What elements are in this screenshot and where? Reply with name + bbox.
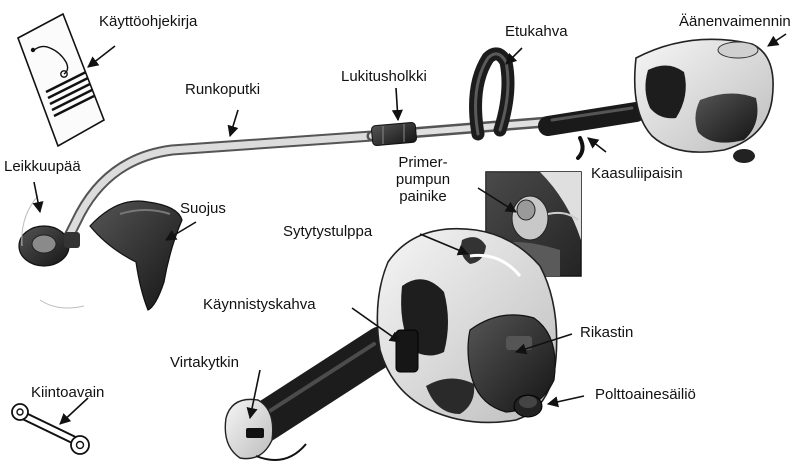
label-front-handle: Etukahva	[505, 23, 568, 40]
label-boom: Runkoputki	[185, 81, 260, 98]
label-switch: Virtakytkin	[170, 354, 239, 371]
arrow-wrench	[60, 398, 88, 424]
label-primer-line1: Primer-	[386, 154, 460, 171]
label-guard: Suojus	[180, 200, 226, 217]
arrow-lock-sleeve	[396, 88, 398, 120]
label-starter: Käynnistyskahva	[203, 296, 316, 313]
arrow-manual	[88, 46, 115, 67]
label-choke: Rikastin	[580, 324, 633, 341]
label-spark-plug: Sytytystulppa	[283, 223, 372, 240]
label-manual: Käyttöohjekirja	[99, 13, 197, 30]
label-wrench: Kiintoavain	[31, 384, 104, 401]
label-throttle: Kaasuliipaisin	[591, 165, 683, 182]
arrow-muffler	[768, 34, 786, 46]
manual-icon	[18, 14, 104, 146]
label-primer-line2: pumpun	[386, 171, 460, 188]
label-tank: Polttoainesäiliö	[595, 386, 696, 403]
label-muffler: Äänenvaimennin	[679, 13, 791, 30]
wrench-icon	[12, 404, 89, 454]
engine-closeup-drawing	[225, 229, 556, 460]
arrow-boom	[230, 110, 238, 136]
label-cutting-head: Leikkuupää	[4, 158, 81, 175]
label-primer: Primer- pumpun painike	[386, 154, 460, 205]
arrow-tank	[548, 396, 584, 404]
arrow-throttle	[588, 138, 606, 152]
label-primer-line3: painike	[386, 188, 460, 205]
arrow-cutting-head	[34, 182, 40, 212]
label-lock-sleeve: Lukitusholkki	[341, 68, 427, 85]
